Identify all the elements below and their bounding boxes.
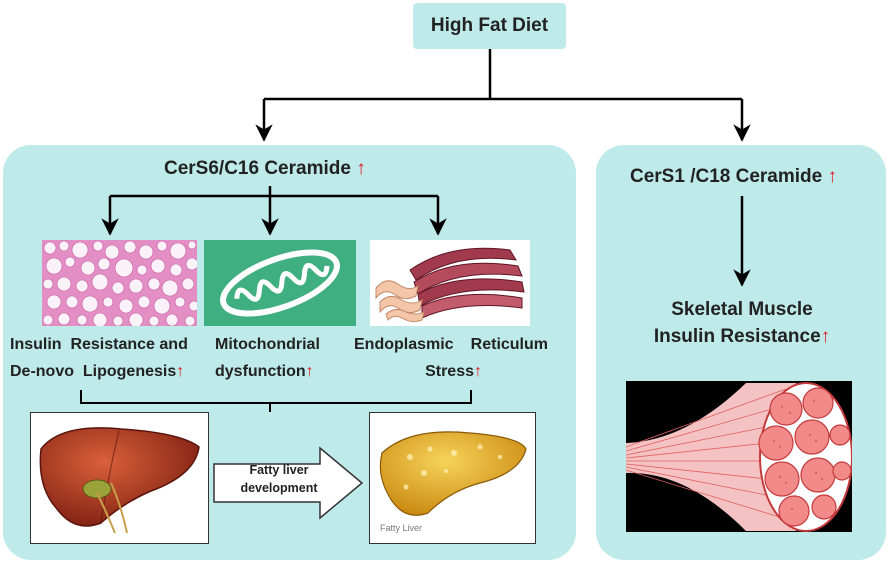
increase-arrow-icon: ↑ — [305, 363, 314, 380]
skeletal-line2-text: Insulin Resistance — [653, 326, 821, 347]
increase-arrow-icon: ↑ — [827, 166, 838, 187]
healthy-liver-graphic — [39, 427, 200, 534]
healthy-liver-frame — [30, 412, 209, 544]
fatty-liver-arrow-text-2: development — [240, 481, 318, 495]
increase-arrow-icon: ↑ — [474, 363, 482, 380]
fatty-liver-arrow-text-1: Fatty liver — [249, 463, 309, 477]
increase-arrow-icon: ↑ — [176, 363, 185, 380]
outcome-3-line1b-text: Reticulum — [470, 336, 548, 353]
outcome-1-line2-text: De-novo — [10, 363, 74, 380]
endoplasmic-reticulum-image — [370, 240, 530, 326]
high-fat-diet-label: High Fat Diet — [430, 15, 549, 36]
er-graphic — [370, 240, 530, 326]
cers1-title: CerS1 /C18 Ceramide ↑ — [630, 166, 837, 188]
cers6-title: CerS6/C16 Ceramide ↑ — [164, 158, 366, 180]
cers6-title-text: CerS6/C16 Ceramide — [164, 158, 351, 179]
outcome-er-stress: Endoplasmic Reticulum Stress↑ — [354, 331, 548, 385]
outcome-1-line1-text: Insulin — [10, 336, 62, 353]
increase-arrow-icon: ↑ — [820, 326, 831, 347]
outcome-2-line1-text: Mitochondrial — [215, 336, 320, 353]
outcome-1-line1b-text: Resistance and — [70, 336, 188, 353]
outcome-3-line2-text: Stress — [425, 363, 474, 380]
fatty-liver-caption: Fatty Liver — [380, 523, 423, 533]
high-fat-diet-node: High Fat Diet — [413, 3, 566, 49]
outcome-insulin-resistance: Insulin Resistance and De-novo Lipogenes… — [10, 331, 188, 385]
skeletal-muscle-outcome: Skeletal Muscle Insulin Resistance↑ — [618, 296, 866, 350]
muscle-fiber-graphic — [626, 381, 852, 532]
outcome-mitochondrial-dysfunction: Mitochondrial dysfunction↑ — [215, 331, 320, 385]
histology-graphic — [42, 240, 197, 326]
mitochondrion-icon — [204, 240, 356, 326]
cers1-title-text: CerS1 /C18 Ceramide — [630, 166, 823, 187]
increase-arrow-icon: ↑ — [356, 158, 366, 179]
adipose-histology-image — [42, 240, 197, 326]
fatty-liver-graphic — [379, 431, 527, 516]
skeletal-muscle-image — [626, 381, 852, 532]
mitochondrion-image — [204, 240, 356, 326]
skeletal-line1-text: Skeletal Muscle — [671, 299, 813, 320]
outcome-2-line2-text: dysfunction — [215, 363, 306, 380]
outcome-1-line2b-text: Lipogenesis — [82, 363, 177, 380]
fatty-liver-development-arrow: Fatty liver development — [212, 446, 364, 520]
block-arrow-icon — [213, 446, 364, 520]
outcome-3-line1-text: Endoplasmic — [354, 336, 454, 353]
fatty-liver-frame: Fatty Liver — [369, 412, 536, 544]
